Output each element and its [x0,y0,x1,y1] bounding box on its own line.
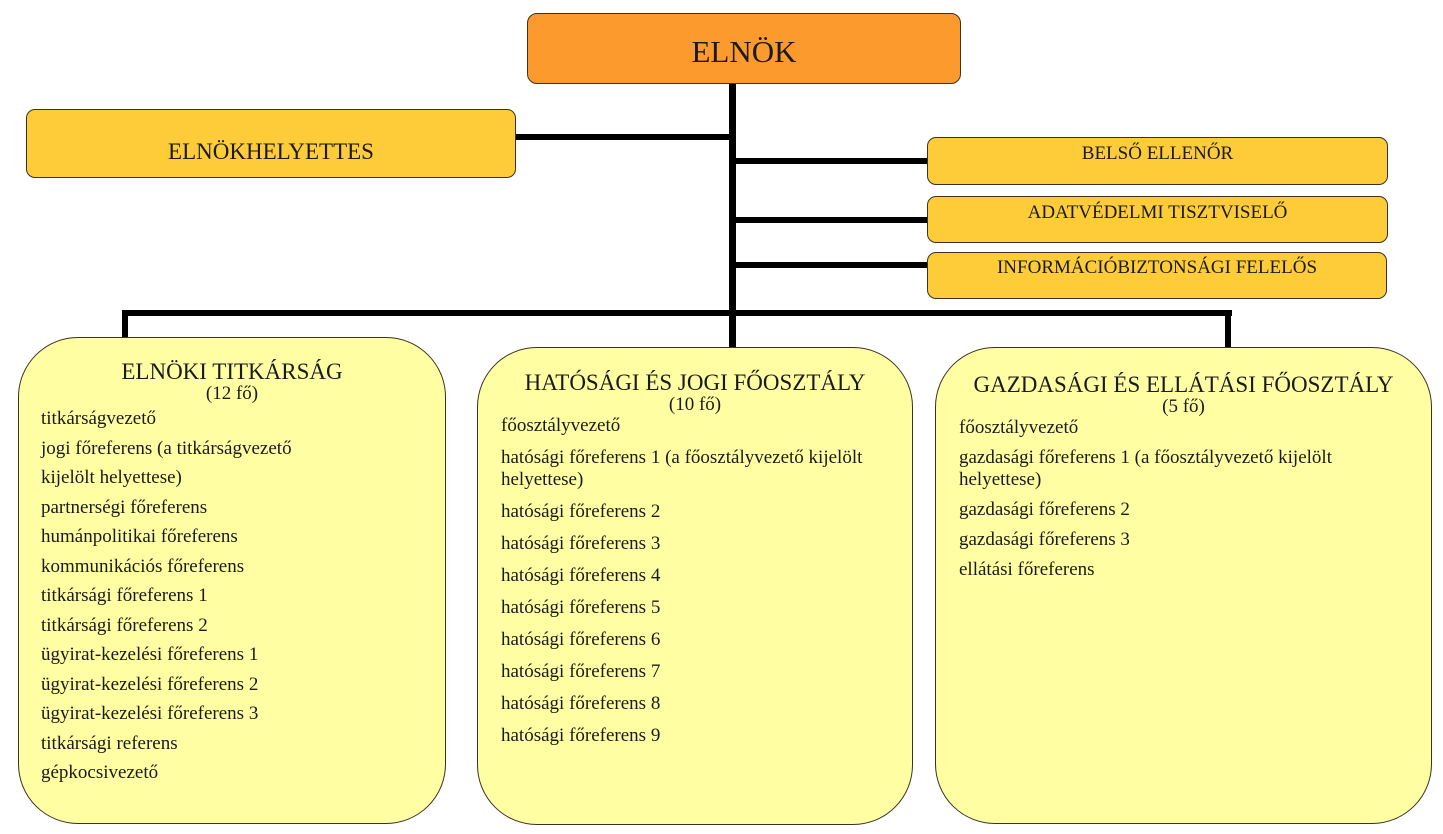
role-list: főosztályvezető hatósági főreferens 1 (a… [501,415,881,747]
role-item: titkárságvezető [41,408,157,429]
role-item: hatósági főreferens 2 [501,501,661,522]
department-bus [122,310,1232,316]
role-item: gazdasági főreferens 2 [959,499,1130,520]
department-title: HATÓSÁGI ÉS JOGI FŐOSZTÁLY [524,370,866,395]
department-headcount: (12 fő) [205,383,259,404]
department-title: ELNÖKI TITKÁRSÁG [121,359,343,384]
staff-title: ADATVÉDELMI TISZTVISELŐ [1027,202,1288,223]
role-item: titkársági referens [41,732,178,754]
role-item: hatósági főreferens 1 (a főosztályvezető… [501,447,863,490]
department-box-authority-legal: HATÓSÁGI ÉS JOGI FŐOSZTÁLY (10 fő) főosz… [477,347,913,825]
deputy-box: ELNÖKHELYETTES [26,109,516,178]
staff-box-infosec: INFORMÁCIÓBIZTONSÁGI FELELŐS [927,252,1387,299]
department-box-secretariat: ELNÖKI TITKÁRSÁG (12 fő) titkárságvezető… [18,337,446,824]
role-item: titkársági főreferens 1 [41,585,208,606]
role-item: humánpolitikai főreferens [41,526,238,547]
role-item: titkársági főreferens 2 [41,614,208,636]
role-item: hatósági főreferens 8 [501,693,661,714]
role-item: jogi főreferens (a titkárságvezető [41,437,292,459]
role-item: hatósági főreferens 6 [501,629,661,650]
head-title: ELNÖK [691,33,797,69]
dept-drop-left [122,310,128,338]
role-item: hatósági főreferens 7 [501,661,661,682]
role-item: ügyirat-kezelési főreferens 2 [41,673,259,695]
staff-box-internal-auditor: BELSŐ ELLENŐR [927,137,1388,185]
role-item: hatósági főreferens 5 [501,597,661,618]
department-headcount: (10 fő) [668,394,722,415]
staff-connector-2 [732,217,928,223]
role-item: hatósági főreferens 3 [501,533,661,554]
role-item: főosztályvezető [959,417,1079,438]
staff-title: INFORMÁCIÓBIZTONSÁGI FELELŐS [996,257,1318,278]
role-item: ügyirat-kezelési főreferens 1 [41,644,259,665]
role-item: főosztályvezető [501,415,621,436]
deputy-connector [515,134,733,140]
role-item: hatósági főreferens 4 [501,565,661,586]
staff-box-data-protection: ADATVÉDELMI TISZTVISELŐ [927,196,1388,243]
department-title: GAZDASÁGI ÉS ELLÁTÁSI FŐOSZTÁLY [973,372,1394,397]
staff-title: BELSŐ ELLENŐR [1081,143,1234,164]
role-item: ügyirat-kezelési főreferens 3 [41,703,259,724]
role-item: partnerségi főreferens [41,496,208,518]
role-item: gazdasági főreferens 1 (a főosztályvezet… [959,447,1332,490]
role-list: titkárságvezető jogi főreferens (a titká… [41,404,445,788]
role-item: kijelölt helyettese) [41,467,182,488]
department-box-economic-supply: GAZDASÁGI ÉS ELLÁTÁSI FŐOSZTÁLY (5 fő) f… [935,347,1432,824]
dept-drop-right [1225,310,1231,348]
role-list: főosztályvezető gazdasági főreferens 1 (… [959,417,1399,581]
role-item: ellátási főreferens [959,559,1095,580]
department-headcount: (5 fő) [1162,396,1205,417]
staff-connector-3 [732,262,928,268]
staff-connector-1 [732,158,928,164]
role-item: gépkocsivezető [41,762,159,783]
role-item: hatósági főreferens 9 [501,725,661,746]
trunk-connector [729,83,736,347]
role-item: kommunikációs főreferens [41,555,245,577]
deputy-title: ELNÖKHELYETTES [168,138,374,164]
head-box: ELNÖK [527,13,961,84]
role-item: gazdasági főreferens 3 [959,529,1130,550]
